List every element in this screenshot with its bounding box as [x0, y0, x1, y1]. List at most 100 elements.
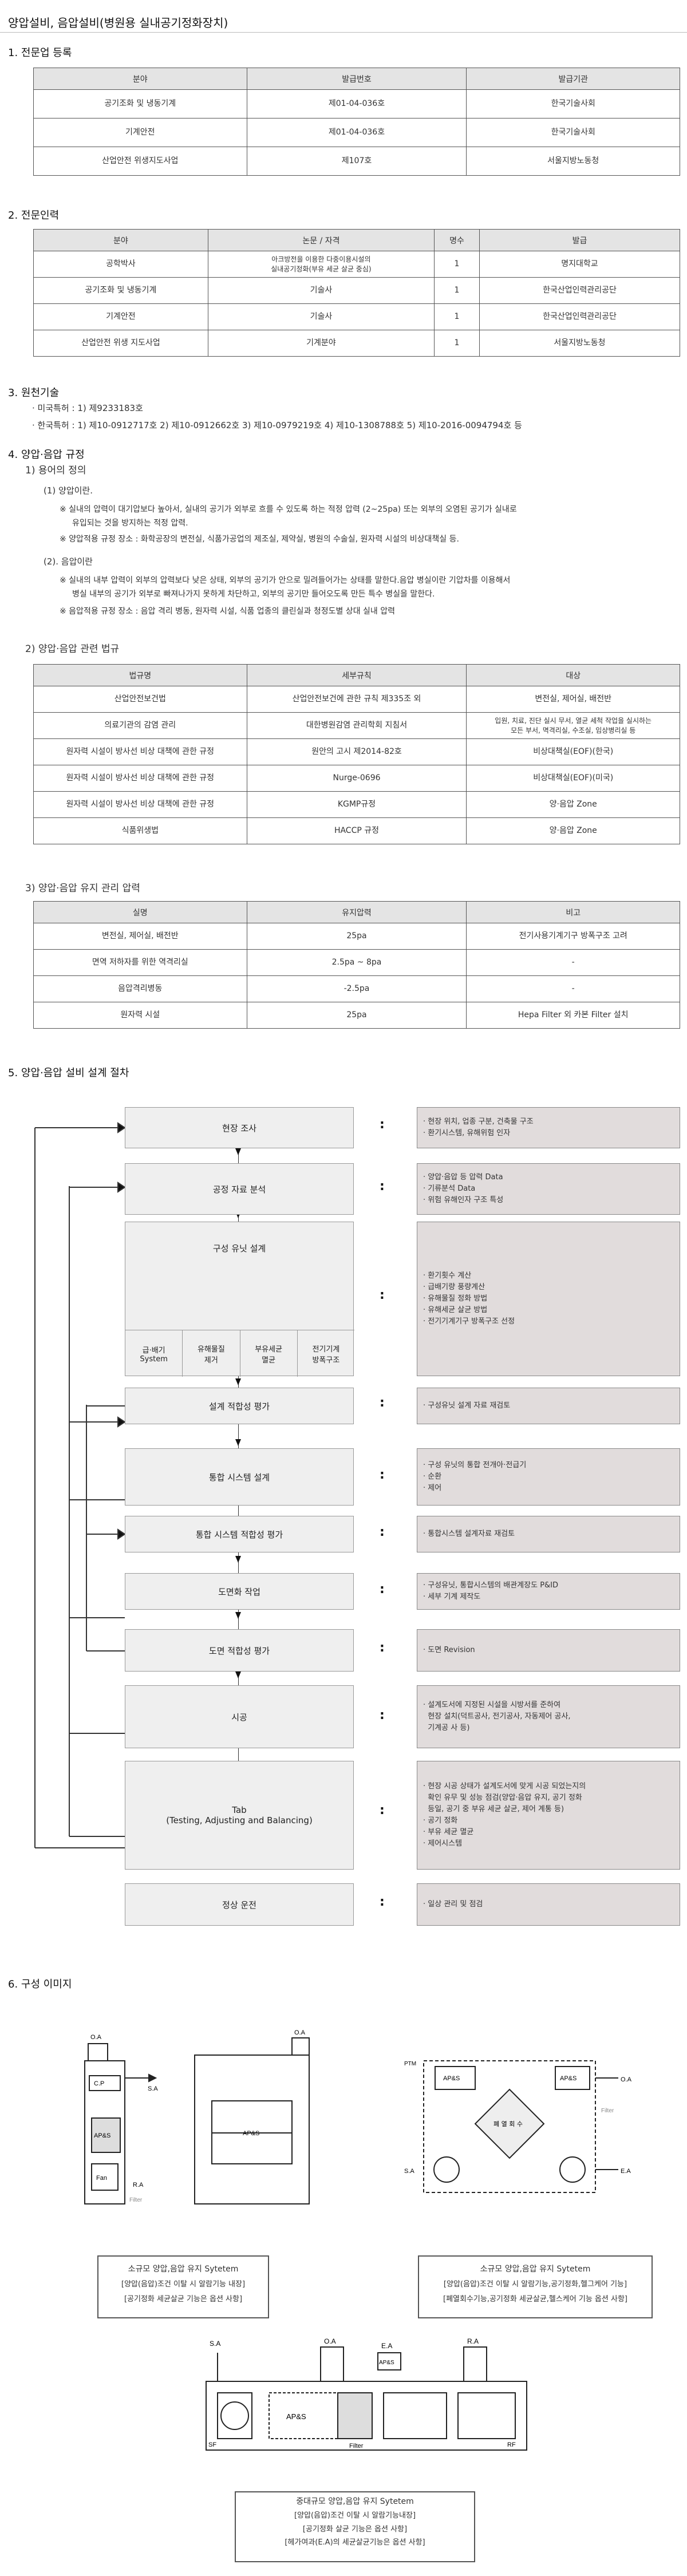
flow-step-drawing: 도면화 작업 [125, 1573, 354, 1610]
note-box: · 현장 시공 상태가 설계도서에 맞게 시공 되었는지의 확인 유무 및 성능… [417, 1761, 680, 1870]
table-cell: 1 [433, 330, 480, 357]
unit-cell: 전기기계 방폭구조 [312, 1345, 340, 1365]
table-cell: 서울지방노동청 [479, 330, 681, 357]
table-cell: 원안의 고시 제2014-82호 [246, 738, 467, 765]
table-cell: 25pa [246, 1002, 467, 1029]
table-cell: -2.5pa [246, 975, 467, 1002]
small-unit-drawing: O.A C.P S.A AP&S Fan R.A Filter O.A AP&S [84, 2029, 310, 2204]
note-box: · 일상 관리 및 점검 [417, 1883, 680, 1926]
table-header: 분야 [33, 229, 208, 251]
table-cell: 기계분야 [207, 330, 435, 357]
diagram-label: R.A [133, 2182, 144, 2188]
note-box: · 구성유닛 설계 자료 재검토 [417, 1388, 680, 1424]
flow-step-site-survey: 현장 조사 [125, 1107, 354, 1148]
table-cell: 변전실, 제어실, 배전반 [466, 686, 680, 713]
note-line: · 환기시스템, 유해위험 인자 [423, 1129, 511, 1137]
table-cell: 원자력 시설이 방사선 비상 대책에 관한 규정 [33, 765, 247, 792]
kr-patent-line: · 한국특허 : 1) 제10-0912717호 2) 제10-0912662호… [32, 420, 522, 430]
diagram-label: PTM [404, 2061, 416, 2067]
table-cell: 전기사용기계기구 방폭구조 고려 [466, 923, 680, 950]
table-cell: 원자력 시설이 방사선 비상 대책에 관한 규정 [33, 738, 247, 765]
feedback-line [86, 1405, 87, 1651]
table-cell: 한국기술사회 [466, 118, 680, 147]
feedback-line [69, 1186, 70, 1836]
diagram-label: AP&S [560, 2075, 577, 2082]
diagram-label: AP&S [286, 2412, 306, 2421]
note-line: · 구성유닛, 통합시스템의 배관계장도 P&ID [423, 1581, 559, 1590]
note-line: 등일, 공기 중 부유 세균 살균, 제어 계통 등) [423, 1804, 564, 1814]
section-1-heading: 1. 전문업 등록 [8, 47, 72, 59]
note-line: · 위험 유해인자 구조 특성 [423, 1196, 504, 1205]
flow-step-label: 구성 유닛 설계 [212, 1243, 266, 1254]
unit-cell: 급·배기 System [125, 1330, 183, 1377]
table-cell: 원자력 시설 [33, 1002, 247, 1029]
note-box: · 도면 Revision [417, 1629, 680, 1672]
colon-separator: : [380, 1396, 385, 1410]
table-header: 세부규칙 [246, 664, 467, 686]
table-cell: 제107호 [246, 147, 467, 176]
note-line: · 설계도서에 지정된 시설을 시방서를 준하여 [423, 1700, 561, 1709]
table-header: 법규명 [33, 664, 247, 686]
table-cell: 아크방전을 이용한 다중이용시설의 실내공기정화(부유 세균 살균 중심) [207, 251, 435, 278]
table-cell: 제01-04-036호 [246, 89, 467, 118]
table-cell: 서울지방노동청 [466, 147, 680, 176]
note-line: 확인 유무 및 성능 점검(양압·음압 유지, 공기 정화 [423, 1793, 582, 1802]
unit-cell: 부유세균 멸균 [240, 1330, 298, 1377]
table-cell: 공기조화 및 냉동기계 [33, 277, 208, 304]
diagram-label: O.A [621, 2076, 632, 2083]
note-line: · 구성유닛 설계 자료 재검토 [423, 1401, 511, 1410]
colon-separator: : [380, 1288, 385, 1302]
table-cell: - [466, 949, 680, 976]
note-line: · 전기기계기구 방폭구조 선정 [423, 1317, 515, 1326]
note-box: · 구성 유닛의 통합 전개아·전급기· 순환· 제어 [417, 1448, 680, 1506]
note-line: · 부유 세균 멸균 [423, 1828, 474, 1837]
caption-title: 소규모 양압,음압 유지 Sytetem [128, 2265, 239, 2274]
table-header: 발급번호 [246, 68, 467, 90]
section-2-heading: 2. 전문인력 [8, 210, 60, 222]
diagram-label: R.A [467, 2337, 479, 2345]
flow-step-process-analysis: 공정 자료 분석 [125, 1163, 354, 1215]
note-box: · 현장 위치, 업종 구분, 건축물 구조 · 환기시스템, 유해위험 인자 [417, 1107, 680, 1148]
colon-separator: : [380, 1641, 385, 1655]
caption-line: [양압(음압)조건 이탈 시 알람기능,공기정화,헬그케어 기능] [443, 2280, 627, 2289]
table-cell: 한국산업인력관리공단 [479, 277, 681, 304]
negative-pressure-def: ※ 실내의 내부 압력이 외부의 압력보다 낮은 상태, 외부의 공기가 안으로… [60, 576, 511, 585]
table-header: 발급 [479, 229, 681, 251]
colon-separator: : [380, 1708, 385, 1722]
table-header: 비고 [466, 901, 680, 923]
diagram-label: AP&S [94, 2132, 110, 2139]
note-line: · 현장 위치, 업종 구분, 건축물 구조 [423, 1117, 534, 1126]
table-cell: Nurge-0696 [246, 765, 467, 792]
diagram-label: O.A [90, 2034, 102, 2041]
table-cell: 양·음압 Zone [466, 791, 680, 818]
table-cell: 면역 저하자를 위한 역격리실 [33, 949, 247, 976]
note-line: · 순환 [423, 1472, 442, 1481]
diagram-label: Filter [601, 2108, 614, 2114]
table-cell: 제01-04-036호 [246, 118, 467, 147]
note-box: · 통합시스템 설계자료 재검토 [417, 1516, 680, 1552]
note-box: · 양압·음압 등 압력 Data· 기류분석 Data· 위험 유해인자 구조… [417, 1163, 680, 1215]
table-cell: KGMP규정 [246, 791, 467, 818]
diagram-label: O.A [294, 2029, 306, 2036]
colon-separator: : [380, 1525, 385, 1539]
table-cell: 음압격리병동 [33, 975, 247, 1002]
caption-line: [폐열회수기능,공기정화 세균살균,헬스케어 기능 옵션 사항] [443, 2295, 627, 2304]
note-line: 현장 설치(덕트공사, 전기공사, 자동제어 공사, [423, 1712, 571, 1721]
diagram-label: Filter [129, 2197, 143, 2203]
table-header: 논문 / 자격 [207, 229, 435, 251]
page-title: 양압설비, 음압설비(병원용 실내공기정화장치) [8, 16, 228, 30]
table-cell: 기계안전 [33, 118, 247, 147]
note-line: · 유해세균 살균 방법 [423, 1306, 488, 1315]
caption-title: 중대규모 양압,음압 유지 Sytetem [296, 2497, 414, 2506]
flow-step-integration-review: 통합 시스템 적합성 평가 [125, 1516, 354, 1552]
table-cell: 25pa [246, 923, 467, 950]
note-line: · 통합시스템 설계자료 재검토 [423, 1529, 515, 1538]
caption-line: [공기정화 세균살균 기능은 옵션 사항] [124, 2295, 243, 2304]
